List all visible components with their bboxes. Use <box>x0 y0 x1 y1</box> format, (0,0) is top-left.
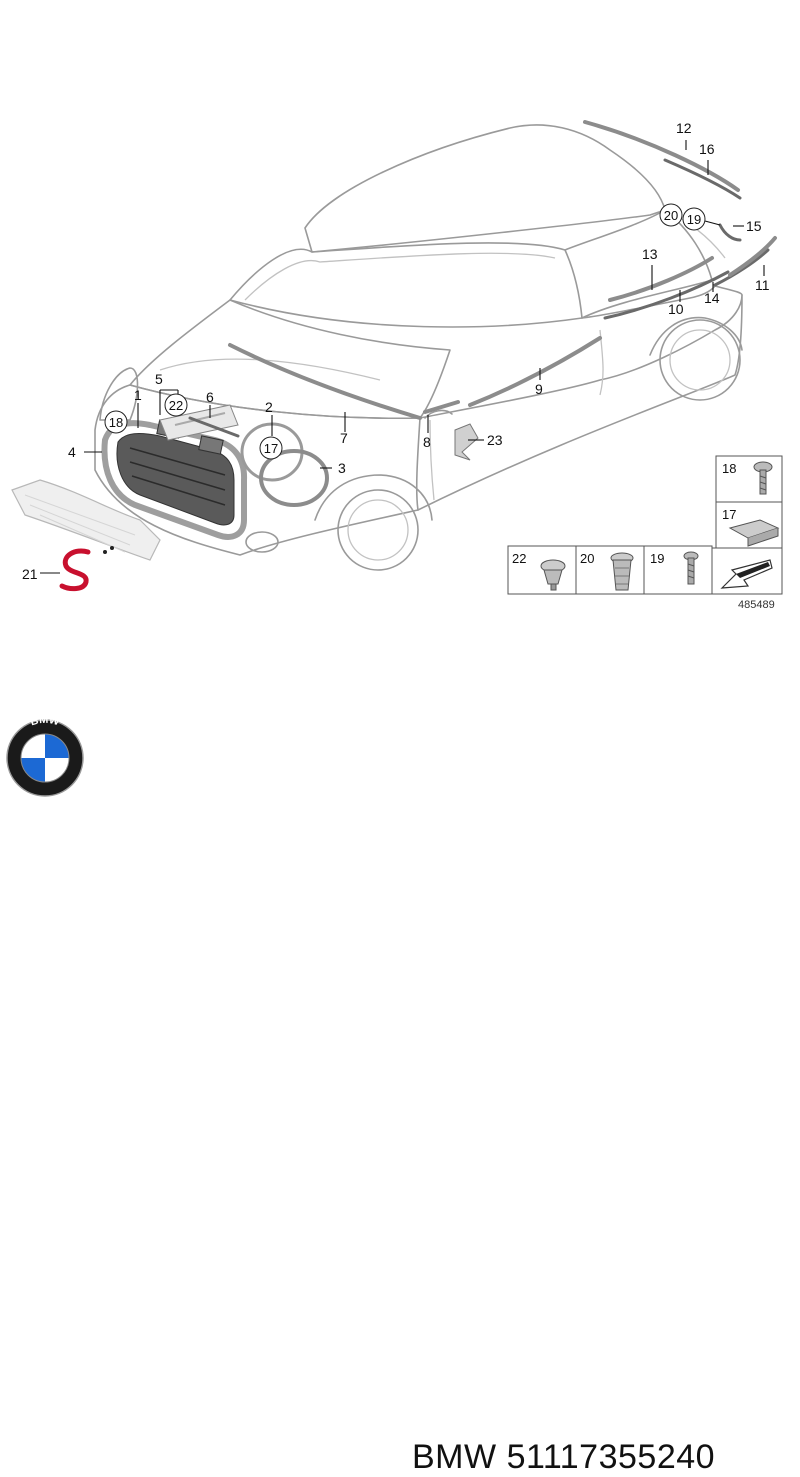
logo-letters: BMW <box>29 714 61 728</box>
brand-name: BMW <box>412 1438 497 1476</box>
callout-14: 14 <box>704 290 720 306</box>
trim-part-15 <box>718 223 742 242</box>
window-trim-part-11 <box>728 236 777 277</box>
panel-label-17: 17 <box>722 507 736 522</box>
callout-23: 23 <box>487 432 503 448</box>
hood-trim-part-7 <box>228 343 422 420</box>
callout-circle-19 <box>682 207 706 231</box>
callout-21: 21 <box>22 566 38 582</box>
clip-17-icon <box>728 519 780 547</box>
lower-bumper-part <box>11 479 161 561</box>
roof-trims <box>583 120 777 320</box>
callout-8: 8 <box>423 434 431 450</box>
callout-circle-22 <box>164 393 188 417</box>
callout-13: 13 <box>642 246 658 262</box>
callout-circle-17 <box>259 436 283 460</box>
panel-label-20: 20 <box>580 551 594 566</box>
ring-part-3 <box>259 449 329 507</box>
panel-cell-19 <box>643 545 713 595</box>
circled-callouts: 18 22 17 20 19 <box>104 203 706 460</box>
screw-19-icon <box>683 551 699 585</box>
diagram-code: 485489 <box>738 599 775 611</box>
panel-label-22: 22 <box>512 551 526 566</box>
callout-labels: 1 2 3 4 5 6 7 8 9 10 11 12 13 14 15 16 2… <box>22 120 770 582</box>
callout-20: 20 <box>664 208 678 223</box>
callout-19: 19 <box>687 212 701 227</box>
side-badge-part-23 <box>454 423 479 461</box>
callout-11: 11 <box>755 277 770 293</box>
window-trim-part-13 <box>608 256 714 302</box>
window-trim-part-14 <box>713 248 770 287</box>
callout-5: 5 <box>155 371 163 387</box>
panel-cell-20 <box>575 545 645 595</box>
callout-9: 9 <box>535 381 543 397</box>
emblem-s-part <box>59 546 114 592</box>
callout-4: 4 <box>68 444 76 460</box>
callout-18: 18 <box>109 415 123 430</box>
direction-arrow-icon <box>720 559 773 589</box>
side-trim-part-9 <box>468 336 602 407</box>
parts-diagram: 1 2 3 4 5 6 7 8 9 10 11 12 13 14 15 16 2… <box>11 120 783 611</box>
clip-20-icon <box>610 552 634 591</box>
svg-text:BMW: BMW <box>29 714 61 728</box>
strip-part-6 <box>188 416 240 438</box>
callout-16: 16 <box>699 141 715 157</box>
window-trim-part-10 <box>603 270 730 320</box>
callout-circle-20 <box>659 203 683 227</box>
callout-7: 7 <box>340 430 348 446</box>
bmw-logo-icon: BMW <box>6 714 84 797</box>
callout-17: 17 <box>264 441 278 456</box>
panel-label-18: 18 <box>722 461 736 476</box>
callout-12: 12 <box>676 120 692 136</box>
roof-trim-part-16 <box>663 158 742 200</box>
panel-cell-22 <box>507 545 577 595</box>
roof-trim-part-12 <box>583 120 740 192</box>
callout-15: 15 <box>746 218 762 234</box>
push-rivet-22-icon <box>540 559 566 591</box>
panel-label-19: 19 <box>650 551 664 566</box>
callout-22: 22 <box>169 398 183 413</box>
callout-2: 2 <box>265 399 273 415</box>
trim-part-8 <box>423 400 460 414</box>
callout-10: 10 <box>668 301 684 317</box>
callout-1: 1 <box>134 387 142 403</box>
part-number: 51117355240 <box>506 1438 716 1476</box>
callout-circle-18 <box>104 410 128 434</box>
callout-6: 6 <box>206 389 214 405</box>
fastener-panel: 18 17 22 20 19 <box>507 455 783 611</box>
callout-3: 3 <box>338 460 346 476</box>
screw-18-icon <box>753 461 773 495</box>
